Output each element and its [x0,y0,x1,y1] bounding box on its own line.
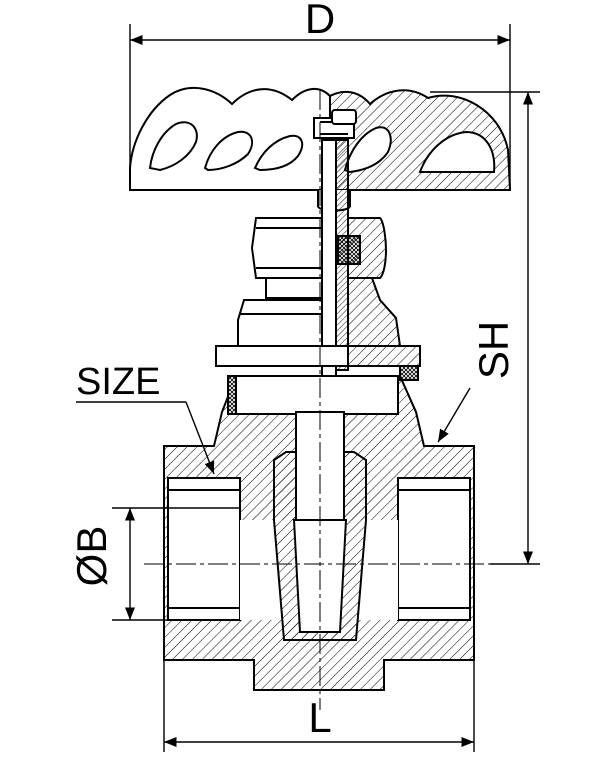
bonnet [215,277,421,381]
packing-nut [250,217,388,279]
label-d: D [305,0,335,42]
dimension-sh [430,91,540,565]
handwheel [129,87,512,212]
label-size: SIZE [76,361,160,403]
label-b: ØB [68,526,115,587]
dimension-b [112,507,240,621]
sh-leader [437,387,471,443]
size-leader [185,401,215,475]
dimension-l [163,660,475,752]
label-sh: SH [470,321,517,379]
label-l: L [308,694,331,741]
center-lines [144,90,490,710]
dimension-d [129,24,511,190]
